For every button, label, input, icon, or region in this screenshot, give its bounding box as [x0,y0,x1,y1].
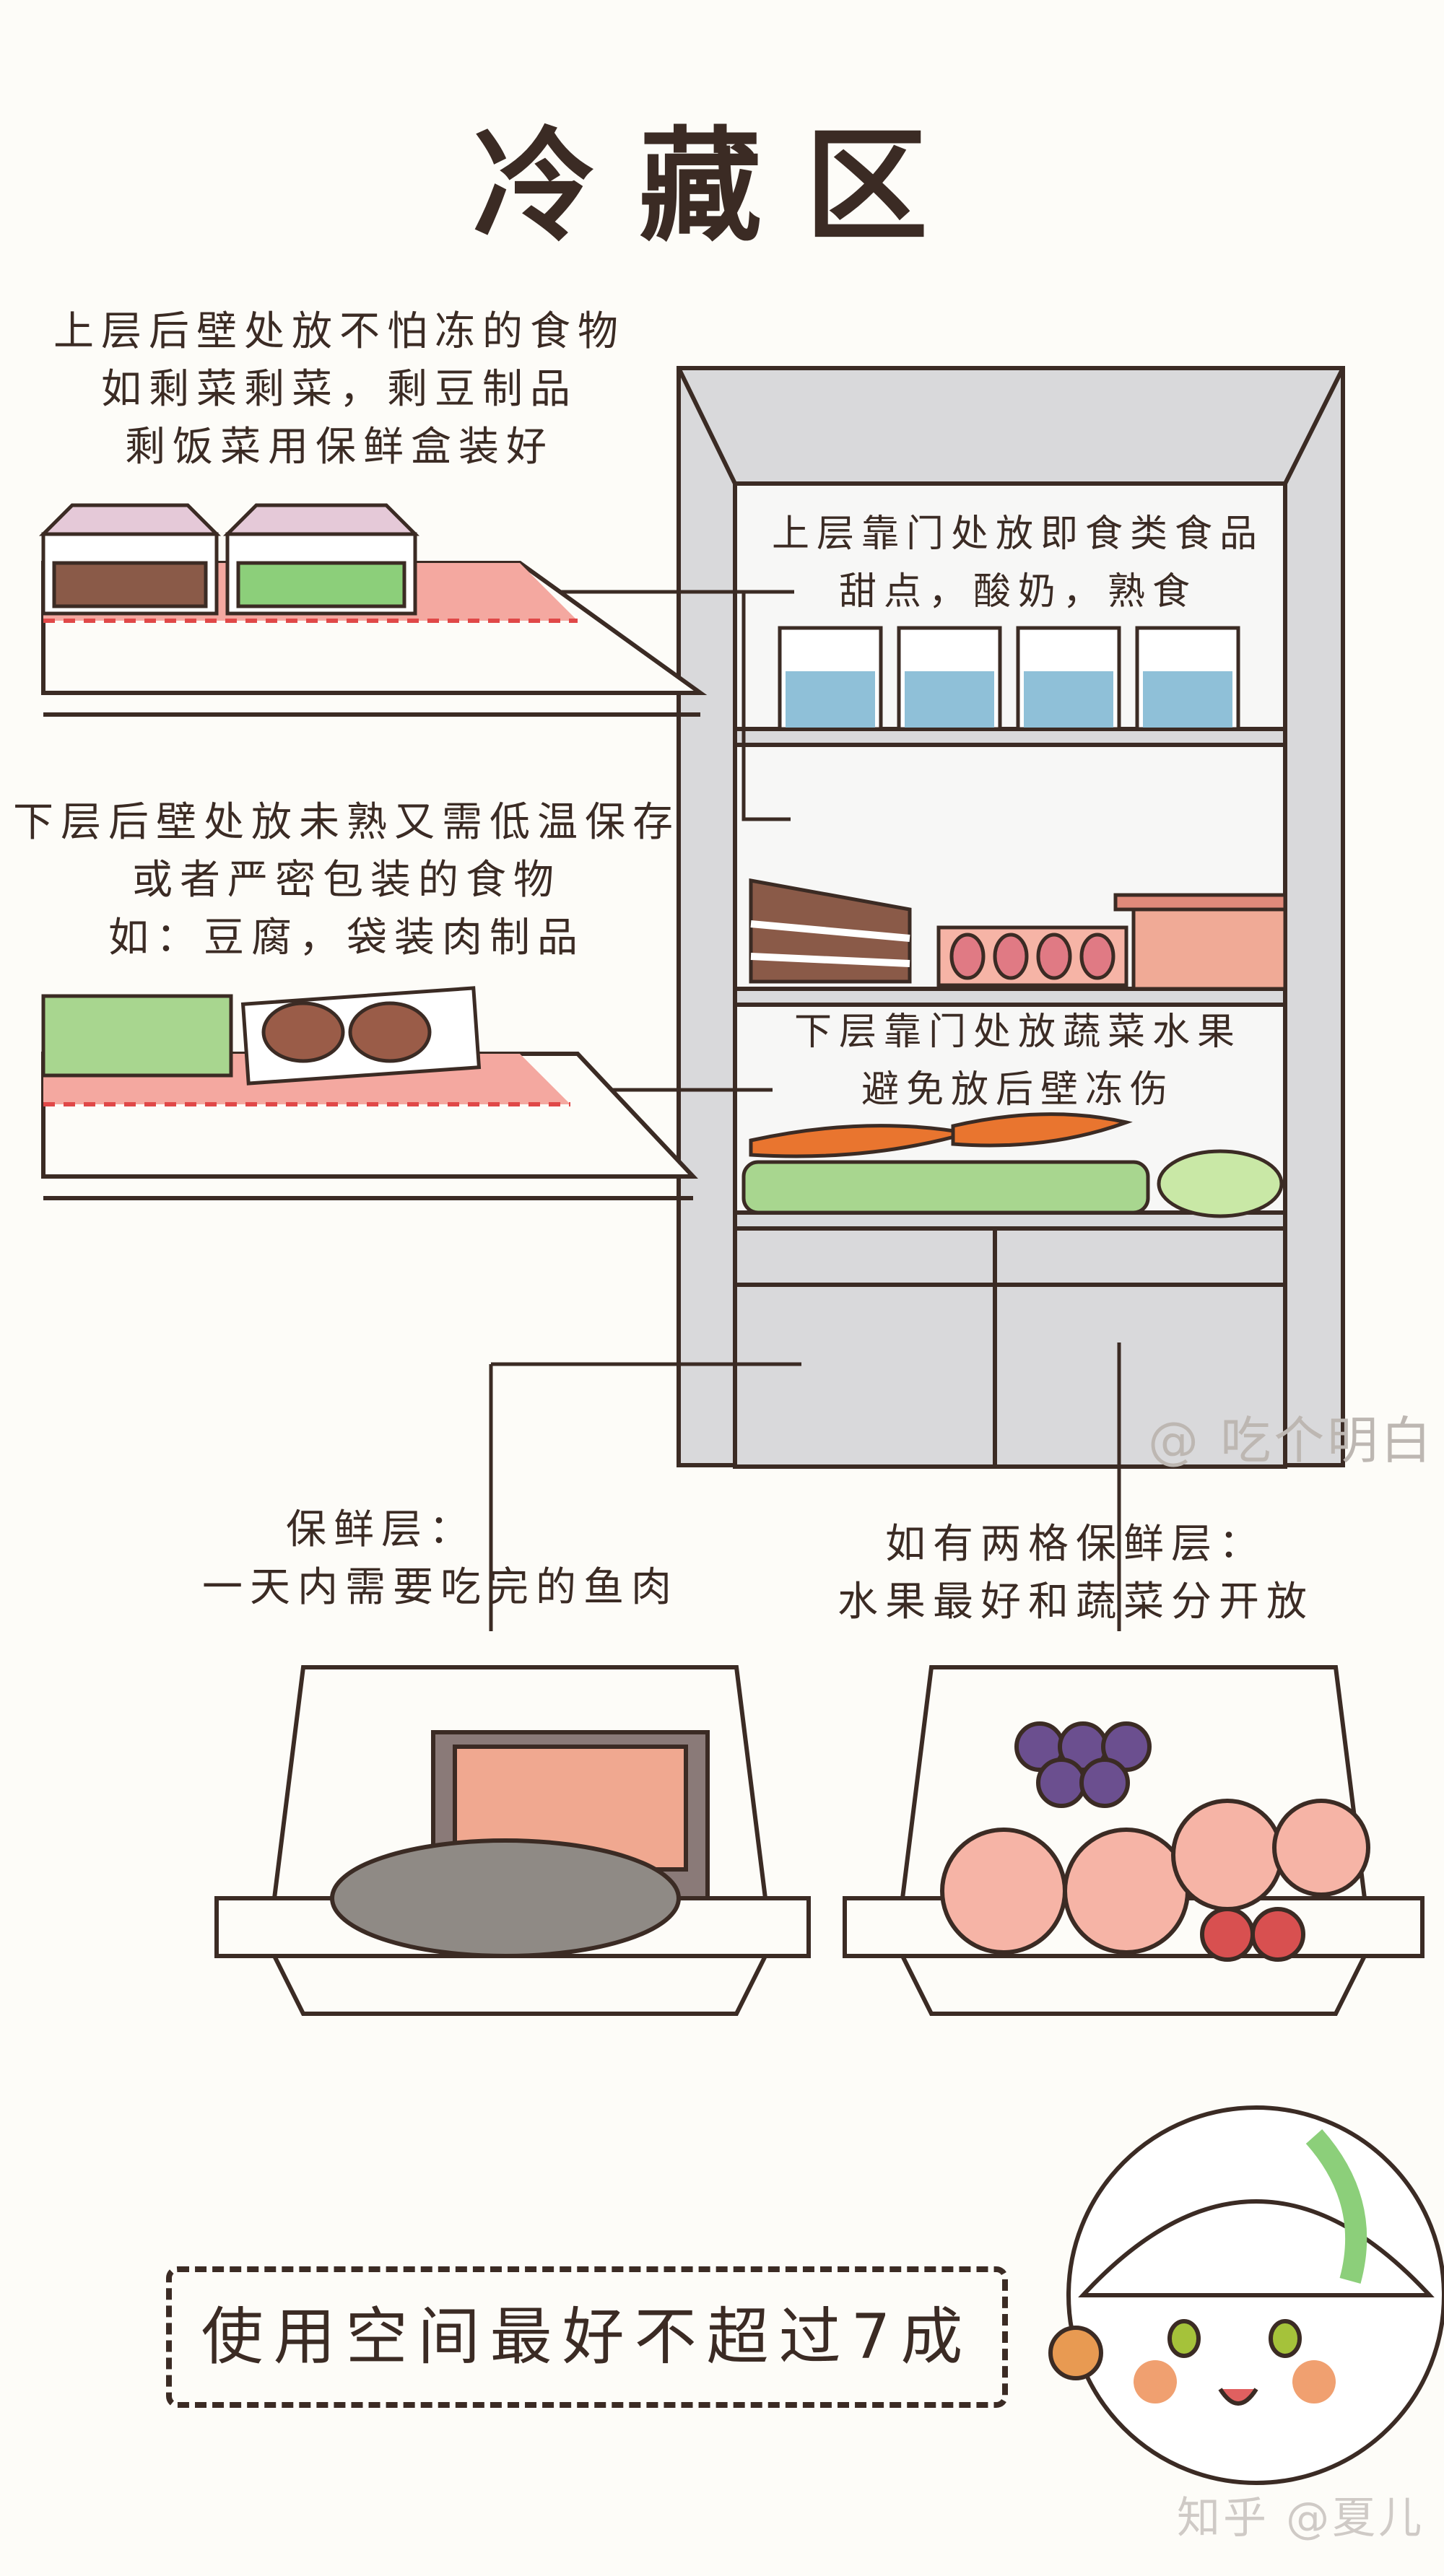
yogurt-cups [778,626,1240,731]
artist-watermark: @ 吃个明白 [1148,1411,1435,1470]
note-upper-door: 上层靠门处放即食类食品 甜点，酸奶，熟食 [736,505,1300,621]
meat-box [1113,893,1287,991]
carrots [749,1112,1133,1158]
crisper-left [214,1665,811,2016]
note-line: 甜点，酸奶，熟食 [838,570,1197,614]
site-watermark: 知乎 @夏儿 [1177,2493,1425,2544]
cake [749,878,912,984]
note-line: 如：豆腐，袋装肉制品 [108,914,585,961]
note-upper-back: 上层后壁处放不怕冻的食物 如剩菜剩菜，剩豆制品 剩饭菜用保鲜盒装好 [0,303,679,476]
note-line: 保鲜层： [286,1506,477,1553]
character-illustration [1048,2105,1444,2485]
crisper-right [843,1665,1425,2016]
note-crisper-left: 保鲜层： 一天内需要吃完的鱼肉 [87,1501,679,1617]
note-line: 或者严密包装的食物 [132,857,561,904]
leftover-boxes [38,503,420,616]
tofu-and-meat [41,986,482,1086]
note-line: 上层靠门处放即食类食品 [771,512,1264,556]
page-title: 冷藏区 [472,114,971,258]
note-line: 下层靠门处放蔬菜水果 [793,1010,1242,1054]
note-line: 一天内需要吃完的鱼肉 [202,1564,679,1611]
leafy-greens [741,1149,1284,1218]
note-line: 下层后壁处放未熟又需低温保存 [13,799,680,846]
note-line: 避免放后壁冻伤 [861,1068,1175,1112]
note-line: 剩饭菜用保鲜盒装好 [125,424,554,471]
note-line: 上层后壁处放不怕冻的食物 [53,308,625,355]
note-line: 水果最好和蔬菜分开放 [838,1579,1314,1625]
note-lower-door: 下层靠门处放蔬菜水果 避免放后壁冻伤 [751,1003,1285,1119]
note-crisper-right: 如有两格保鲜层： 水果最好和蔬菜分开放 [780,1516,1372,1631]
note-line: 如剩菜剩菜，剩豆制品 [101,366,578,413]
sausage-pack [936,925,1128,987]
note-line: 如有两格保鲜层： [885,1521,1266,1568]
usage-tip: 使用空间最好不超过7成 [166,2266,1008,2408]
note-lower-back: 下层后壁处放未熟又需低温保存 或者严密包装的食物 如：豆腐，袋装肉制品 [0,794,693,967]
